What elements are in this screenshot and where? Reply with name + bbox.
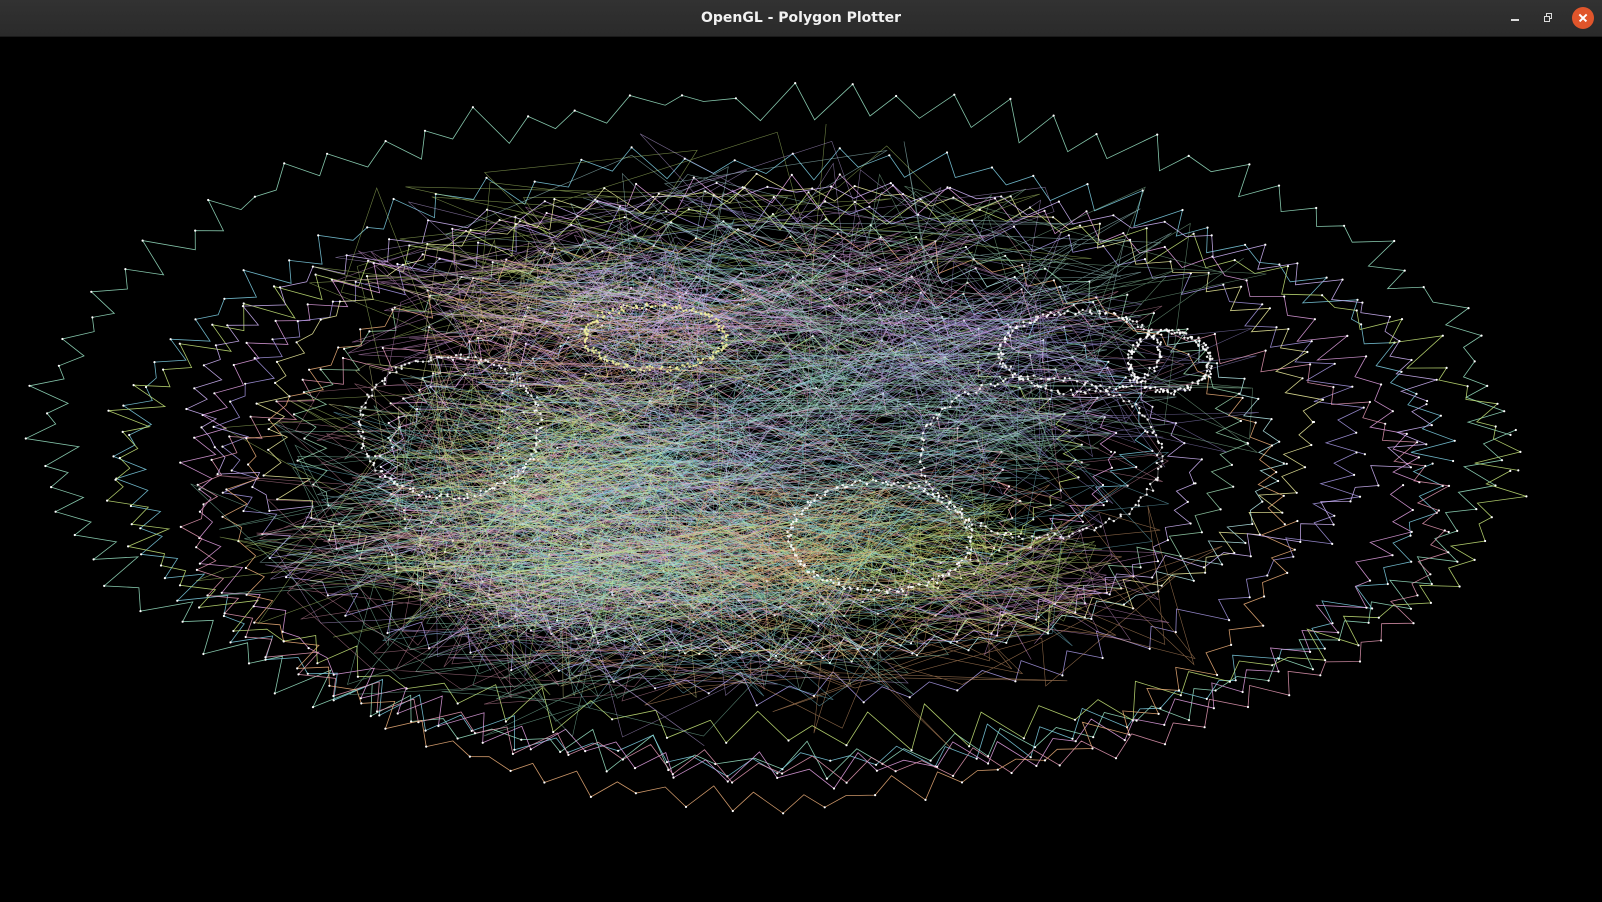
inner-polygon-36 [287,351,1047,709]
polygon-vertices-1 [112,146,1456,778]
inner-polygon-15 [464,190,1259,567]
inner-polygon-41 [566,261,1111,542]
vertex-loop-0 [583,302,729,373]
inner-polygon-24 [881,513,1170,660]
vertex-loop-4 [357,353,544,501]
opengl-viewport[interactable] [0,37,1602,902]
inner-polygon-45 [196,360,874,696]
window-controls [1492,7,1594,29]
inner-polygon-42 [491,241,767,369]
polygon-plot-canvas [24,82,1528,815]
inner-polygon-28 [416,224,1200,585]
inner-polygon-12 [841,482,1091,615]
minimize-icon[interactable] [1504,7,1526,29]
polygon-vertices-14 [221,228,1299,815]
restore-icon[interactable] [1538,7,1560,29]
vertex-loop-5 [918,374,1164,541]
inner-polygon-44 [419,487,773,649]
polygon-vertices-2 [106,186,1528,752]
inner-polygon-20 [335,133,1114,530]
polygon-outline-0 [24,82,1516,780]
title-bar[interactable]: OpenGL - Polygon Plotter [0,0,1602,37]
window-title: OpenGL - Polygon Plotter [700,10,902,26]
vertex-loop-2 [1126,328,1214,396]
inner-polygon-1 [309,123,1092,479]
close-icon[interactable] [1572,7,1594,29]
polygon-vertices-0 [24,82,1517,780]
inner-polygon-32 [681,473,975,610]
vertex-loop-3 [786,478,974,595]
polygon-vertices-3 [179,173,1421,790]
vertex-loop-1 [997,308,1163,396]
